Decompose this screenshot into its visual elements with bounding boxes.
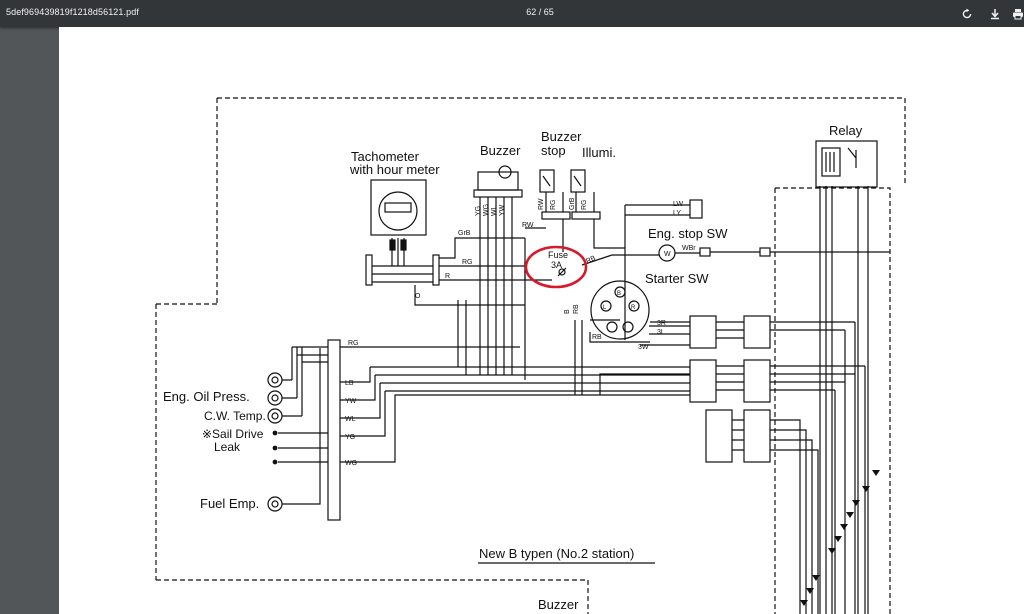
relay-label: Relay — [829, 123, 863, 138]
wire-code: YG — [475, 206, 482, 216]
wire-code: LB — [345, 380, 354, 387]
wire-code: RB — [573, 304, 580, 314]
sail-drive-leak-label: Leak — [214, 440, 241, 454]
wire-code: 3W — [638, 344, 649, 351]
wire-code: 3L — [657, 329, 665, 336]
wire-code: RB — [592, 334, 602, 341]
file-name: 5def969439819f1218d56121.pdf — [6, 7, 139, 17]
wire-code: LW — [673, 201, 683, 208]
rotate-icon[interactable] — [957, 4, 976, 23]
print-icon[interactable] — [1008, 4, 1024, 23]
pdf-page: Relay Tachometer with hour meter Buzzer … — [59, 27, 1024, 614]
diagram-caption: New B typen (No.2 station) — [479, 546, 634, 561]
wire-code: B — [564, 309, 571, 314]
sail-drive-label: ※Sail Drive — [202, 427, 264, 441]
wire-code: RG — [348, 340, 359, 347]
wire-code: WL — [491, 205, 498, 216]
wire-code: WG — [483, 204, 490, 216]
wire-code: YW — [499, 204, 506, 216]
wire-code: YG — [345, 434, 355, 441]
fuse-label: Fuse — [548, 250, 568, 260]
wire-code: R — [631, 305, 636, 311]
wire-code: YW — [345, 398, 357, 405]
wiring-diagram: Relay Tachometer with hour meter Buzzer … — [155, 97, 906, 614]
cw-temp-label: C.W. Temp. — [204, 409, 266, 423]
wire-code: RW — [522, 222, 534, 229]
wire-code: B — [617, 291, 621, 297]
starter-sw-label: Starter SW — [645, 271, 709, 286]
wire-code: R — [445, 273, 450, 280]
page-indicator[interactable]: 62 / 65 — [526, 7, 554, 17]
wire-code: RG — [462, 259, 473, 266]
illumi-label: Illumi. — [582, 145, 616, 160]
fuse-rating-label: 3A — [551, 260, 562, 270]
fuse-highlight-ellipse — [524, 245, 588, 289]
wire-code: RG — [581, 200, 588, 211]
wire-code: RB — [585, 255, 597, 266]
wire-code: W — [664, 251, 671, 258]
buzzer-stop-label-1: Buzzer — [541, 129, 582, 144]
tachometer-label: Tachometer — [351, 149, 420, 164]
wire-code: GrB — [569, 197, 576, 210]
wire-code: 3R — [657, 320, 666, 327]
eng-stop-sw-label: Eng. stop SW — [648, 226, 728, 241]
buzzer-bottom-label: Buzzer — [538, 597, 579, 612]
download-icon[interactable] — [985, 4, 1004, 23]
pdf-viewer-toolbar: 5def969439819f1218d56121.pdf 62 / 65 — [0, 0, 1024, 27]
hour-meter-label: with hour meter — [349, 162, 440, 177]
wire-code: GrB — [458, 230, 471, 237]
fuel-emp-label: Fuel Emp. — [200, 496, 259, 511]
eng-oil-press-label: Eng. Oil Press. — [163, 389, 250, 404]
wire-code: WL — [345, 416, 356, 423]
wire-code: L — [603, 305, 607, 311]
buzzer-label: Buzzer — [480, 143, 521, 158]
buzzer-stop-label-2: stop — [541, 143, 566, 158]
wire-code: LY — [673, 210, 681, 217]
wire-code: O — [415, 293, 421, 300]
wire-code: RG — [550, 200, 557, 211]
wire-code: RW — [538, 198, 545, 210]
wire-code: WG — [345, 460, 357, 467]
wire-code: WBr — [682, 245, 696, 252]
